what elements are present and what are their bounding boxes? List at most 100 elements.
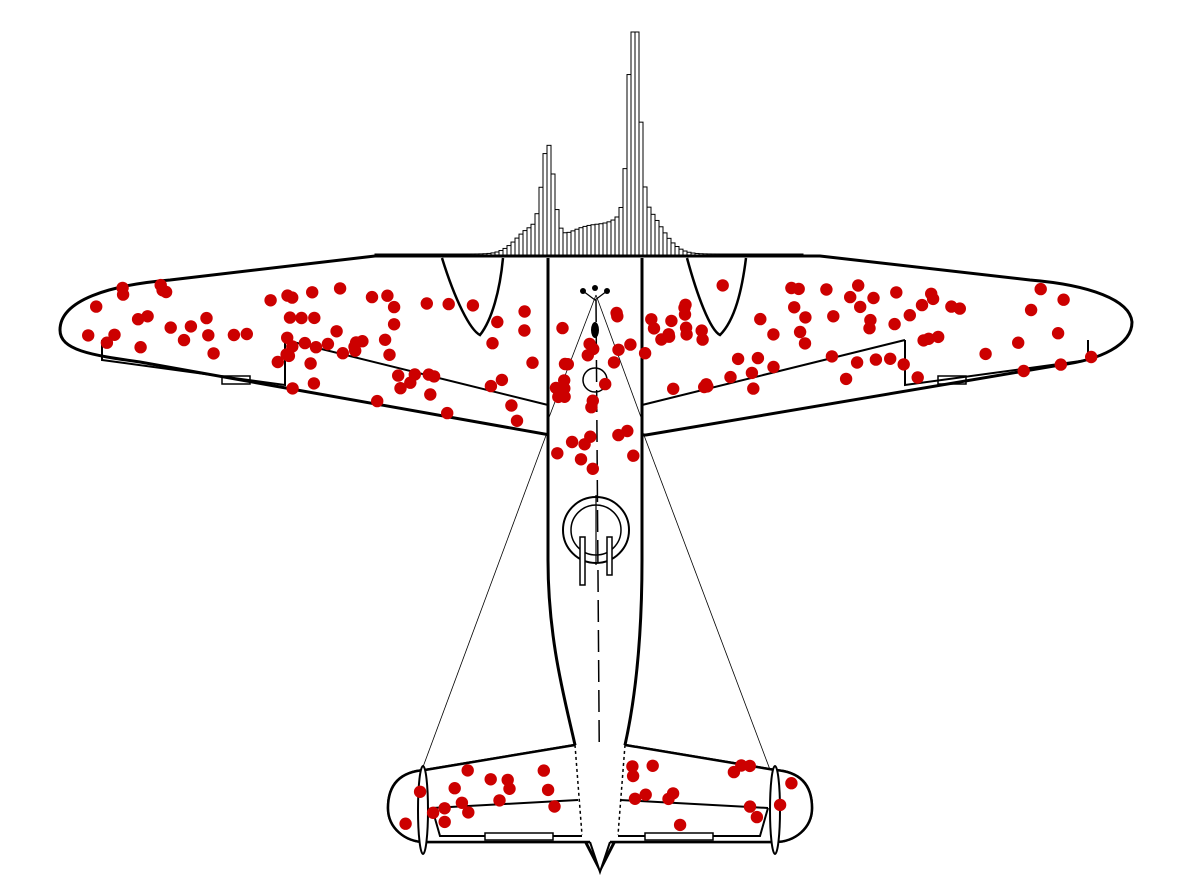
bullet-hole-icon	[108, 328, 121, 341]
bullet-hole-icon	[1024, 303, 1038, 317]
left-engine-nacelle	[440, 257, 505, 337]
bullet-hole-icon	[798, 337, 812, 350]
bullet-hole-icon	[484, 773, 497, 786]
left-wing-tab	[221, 375, 251, 385]
histogram-bar	[662, 232, 668, 257]
right-engine-nacelle	[685, 257, 748, 337]
bullet-hole-icon	[773, 798, 787, 812]
bullet-hole-icon	[785, 777, 798, 790]
bullet-hole-icon	[751, 351, 765, 365]
bullet-hole-icon	[932, 330, 945, 344]
histogram-bar	[658, 226, 664, 257]
histogram-bar	[522, 230, 528, 257]
bullet-hole-icon	[793, 325, 807, 339]
turret-gun-left	[579, 536, 586, 586]
histogram-bar	[614, 216, 620, 257]
bullet-hole-icon	[552, 390, 565, 404]
bullet-hole-icon	[678, 308, 692, 321]
bullet-hole-icon	[518, 305, 531, 318]
bullet-hole-icon	[574, 453, 588, 466]
bullet-hole-icon	[612, 343, 625, 356]
bullet-hole-icon	[495, 373, 509, 387]
bullet-hole-icon	[953, 302, 966, 315]
bullet-hole-icon	[441, 406, 454, 420]
bullet-hole-icon	[743, 800, 757, 813]
bullet-hole-icon	[466, 299, 480, 312]
bullet-hole-icon	[461, 764, 474, 777]
bullet-hole-icon	[82, 329, 95, 342]
bullet-hole-icon	[202, 329, 215, 342]
bullet-hole-icon	[387, 318, 401, 331]
histogram-bar	[590, 224, 596, 257]
histogram-bar	[518, 233, 524, 257]
bullet-hole-icon	[624, 338, 637, 351]
bullet-hole-icon	[695, 324, 708, 337]
bullet-hole-icon	[518, 324, 531, 337]
bullet-hole-icon	[627, 449, 640, 462]
bullet-hole-icon	[424, 388, 437, 401]
bullet-hole-icon	[827, 310, 840, 323]
bullet-hole-icon	[667, 382, 680, 395]
bullet-hole-icon	[599, 377, 612, 391]
bullet-hole-icon	[200, 311, 213, 325]
bullet-hole-icon	[491, 315, 504, 329]
bullet-hole-icon	[890, 286, 903, 299]
bullet-hole-icon	[304, 357, 317, 370]
left-elevator-tab	[484, 832, 554, 841]
right-elevator-tab	[644, 832, 714, 841]
bullet-hole-icon	[510, 414, 524, 427]
histogram-bar	[610, 219, 616, 257]
histogram-bar	[538, 186, 544, 257]
bullet-hole-icon	[526, 356, 539, 369]
bullet-hole-icon	[903, 309, 916, 322]
bullet-hole-icon	[438, 802, 451, 815]
bullet-hole-icon	[240, 327, 253, 341]
bullet-hole-icon	[307, 377, 321, 390]
bullet-hole-icon	[581, 349, 594, 362]
bullet-hole-icon	[586, 462, 599, 475]
bullet-hole-icon	[295, 311, 308, 325]
histogram-bar	[510, 241, 516, 257]
bullet-hole-icon	[422, 368, 435, 381]
bullet-hole-icon	[638, 347, 652, 360]
bullet-hole-icon	[583, 337, 596, 351]
bullet-hole-icon	[716, 279, 729, 292]
bullet-hole-icon	[750, 810, 764, 824]
bullet-hole-icon	[626, 769, 640, 783]
bullet-hole-icon	[825, 350, 839, 363]
bullet-hole-icon	[383, 348, 396, 361]
bullet-hole-icon	[844, 290, 857, 304]
histogram-bar	[634, 31, 640, 257]
bullet-hole-icon	[639, 788, 652, 801]
histogram-bar	[670, 242, 676, 257]
bullet-hole-icon	[505, 399, 518, 412]
bullet-hole-icon	[1034, 282, 1047, 296]
bullet-hole-icon	[839, 372, 853, 386]
tail-fill	[388, 745, 812, 842]
histogram-bar	[622, 168, 628, 257]
histogram-bar	[570, 230, 576, 257]
bullet-hole-icon	[537, 764, 550, 777]
bullet-hole-icon	[308, 311, 321, 325]
bullet-hole-icon	[626, 760, 639, 773]
histogram-bar	[550, 173, 556, 257]
nose-triangle	[582, 290, 608, 301]
bullet-hole-icon	[915, 298, 929, 312]
histogram-bar	[558, 227, 564, 257]
bullet-hole-icon	[696, 333, 709, 346]
histogram-bar	[602, 222, 608, 257]
bullet-hole-icon	[767, 360, 780, 374]
bullet-hole-icon	[371, 394, 384, 408]
bullet-hole-icon	[754, 312, 767, 326]
histogram-bar	[654, 219, 660, 257]
histogram-bar	[642, 186, 648, 257]
bullet-hole-icon	[884, 352, 897, 365]
bullet-hole-icon	[116, 288, 130, 301]
bullet-hole-icon	[333, 282, 347, 295]
bullet-hole-icon	[184, 320, 198, 333]
bullet-hole-icon	[673, 818, 687, 832]
bullet-hole-icon	[551, 447, 564, 460]
bullet-hole-icon	[922, 332, 935, 345]
